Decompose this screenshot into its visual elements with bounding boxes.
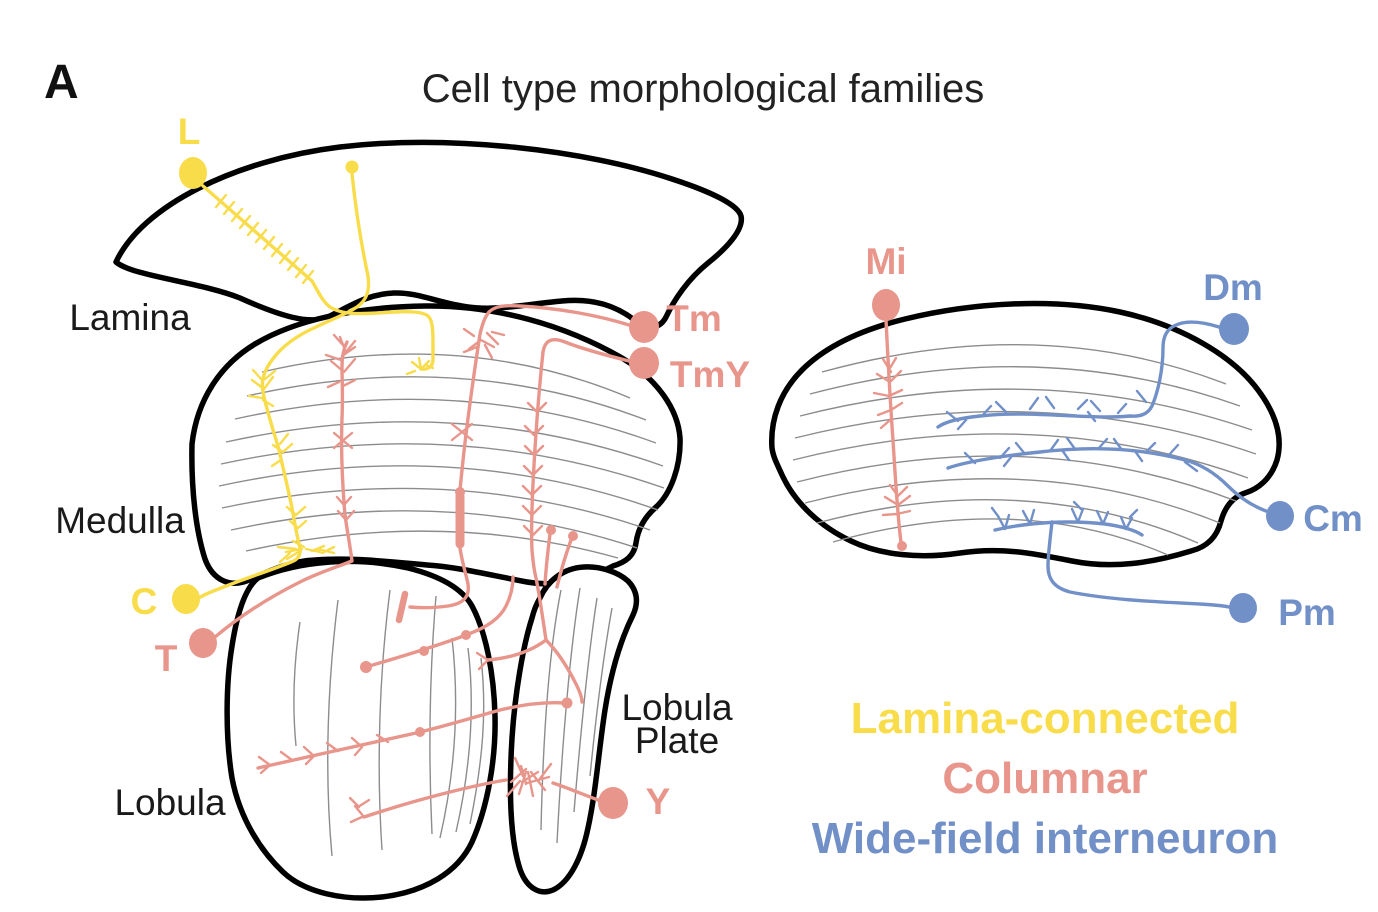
figure-title: Cell type morphological families (422, 67, 984, 111)
Cm-soma (1266, 501, 1294, 531)
neuron-chain (360, 575, 515, 673)
lamina-label: Lamina (69, 297, 191, 338)
Pm-soma (1229, 593, 1257, 623)
Pm-label: Pm (1278, 592, 1336, 633)
Mi-label: Mi (865, 241, 906, 282)
lamina-connected-neurons (172, 157, 435, 614)
lobula-layer-lines (293, 589, 485, 857)
T-label: T (155, 638, 178, 679)
neuron-Mi (872, 318, 912, 551)
T-soma (189, 628, 217, 658)
neuron-Dm (936, 320, 1221, 431)
TmY-soma (629, 347, 659, 379)
neuron-L (201, 184, 435, 376)
cell-labels: L C T Tm TmY Y Mi Dm Cm Pm (131, 111, 1363, 822)
C-soma (172, 584, 200, 614)
Dm-soma (1219, 313, 1249, 345)
neuron-TmY (475, 338, 631, 704)
Y-soma (598, 787, 628, 819)
L-label: L (178, 111, 201, 152)
neuron-Y (348, 756, 600, 824)
lobula-plate-label-line1: Lobula (621, 687, 733, 728)
Cm-label: Cm (1303, 498, 1363, 539)
lamina-outline (113, 139, 745, 330)
medulla-label: Medulla (55, 500, 185, 541)
C-label: C (131, 581, 158, 622)
wide-field-neurons (936, 313, 1294, 623)
Tm-top-cluster (462, 327, 506, 360)
lobula-plate-outline (507, 564, 640, 895)
Tm-tbar-terminal (395, 590, 409, 624)
family-legend: Lamina-connected Columnar Wide-field int… (812, 694, 1279, 863)
legend-lamina-connected: Lamina-connected (851, 694, 1240, 743)
lamina-soma-dot (345, 160, 359, 174)
T-top-arbor (324, 333, 357, 389)
neuron-lobula-horizontal (256, 697, 573, 775)
neuron-Cm (946, 436, 1268, 513)
TmY-label: TmY (670, 354, 751, 395)
L-terminal (405, 356, 435, 376)
region-labels: Lamina Medulla Lobula Lobula Plate (55, 297, 733, 823)
legend-wide-field: Wide-field interneuron (812, 814, 1279, 863)
beaded-endings (543, 525, 578, 589)
neuron-Tm (395, 303, 631, 624)
neuron-Pm (990, 500, 1231, 609)
L-lamina-ladder (214, 193, 315, 285)
neuron-C (197, 172, 371, 600)
Dm-label: Dm (1203, 267, 1263, 308)
columnar-neurons (189, 289, 912, 824)
Tm-soma (629, 311, 659, 343)
right-medulla-layer-lines (792, 344, 1257, 556)
L-soma (179, 157, 207, 189)
legend-columnar: Columnar (942, 754, 1147, 803)
lobula-plate-label-line2: Plate (635, 720, 719, 761)
C-bottom-arbor (276, 539, 336, 564)
neuron-T (213, 333, 357, 639)
Mi-upper-arbor (872, 356, 904, 430)
lobula-outline (224, 558, 498, 901)
panel-letter: A (44, 56, 79, 109)
Y-plate-arbor (505, 756, 553, 798)
lobula-label: Lobula (114, 782, 226, 823)
Y-label: Y (646, 781, 671, 822)
Mi-lower-arbor (881, 483, 912, 517)
Tm-label: Tm (666, 298, 722, 339)
Mi-soma (872, 289, 900, 321)
